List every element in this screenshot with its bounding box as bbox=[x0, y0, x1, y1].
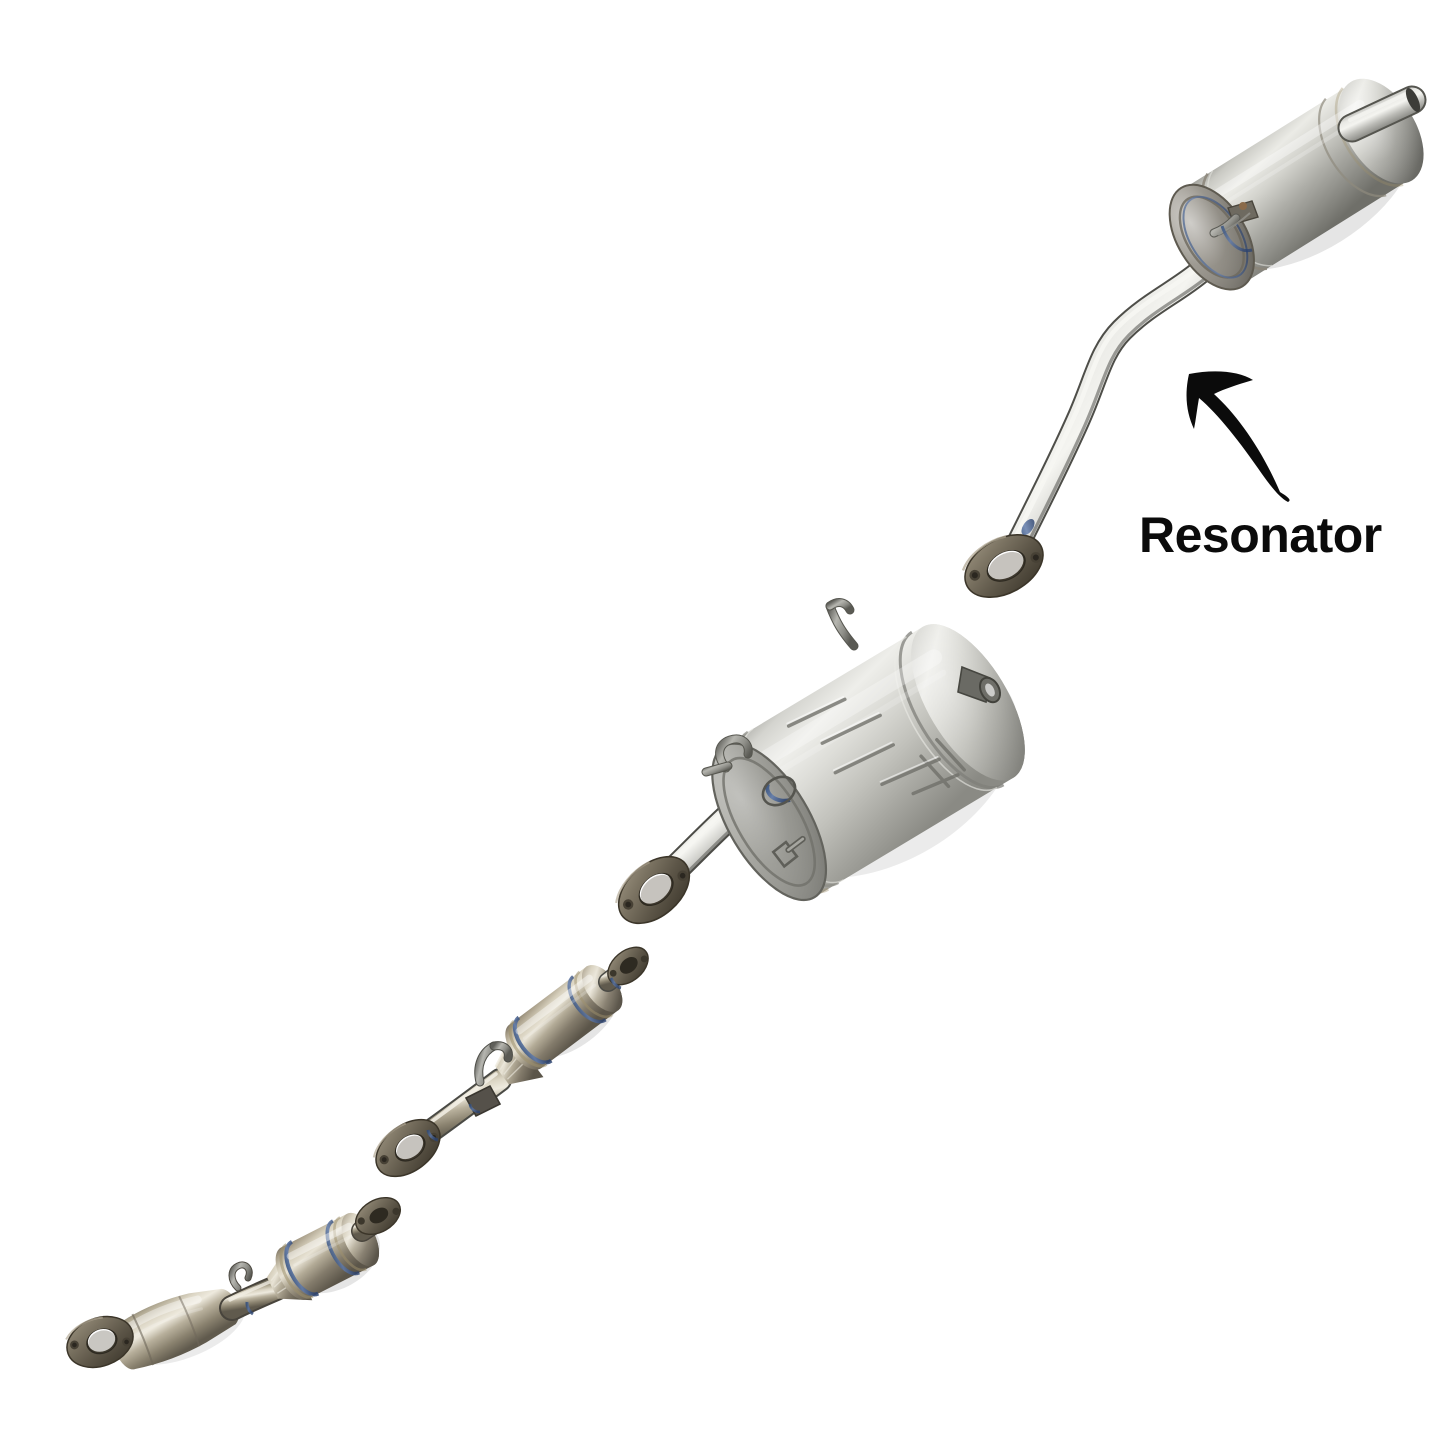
resonator-inlet-weld bbox=[1021, 519, 1035, 535]
front-pipe-outlet-flange bbox=[355, 1196, 401, 1236]
cat-rear-outlet-weld bbox=[609, 977, 622, 990]
cat-rear-inlet-weld bbox=[426, 1129, 439, 1142]
resonator-inlet-weld-ring bbox=[1220, 225, 1253, 253]
part-resonator bbox=[961, 78, 1427, 598]
resonator-callout-arrow bbox=[1186, 371, 1290, 502]
front-pipe-resonator-can bbox=[111, 1288, 246, 1370]
muffler-canister bbox=[711, 624, 1025, 902]
muffler-hanger-hook-left bbox=[701, 734, 753, 777]
resonator-callout-label: Resonator bbox=[1139, 507, 1382, 563]
front-pipe-inlet-flange bbox=[65, 1315, 134, 1369]
front-pipe-hanger-loop bbox=[228, 1261, 253, 1292]
cat-rear-hanger bbox=[464, 1041, 513, 1118]
muffler-inlet-weld-ring bbox=[761, 775, 797, 807]
resonator-inlet-flange bbox=[961, 534, 1044, 598]
resonator-hanger-bracket bbox=[1209, 200, 1259, 238]
cat-rear-outlet-flange bbox=[607, 946, 649, 986]
resonator-outlet-stub bbox=[1337, 85, 1427, 143]
part-muffler bbox=[615, 598, 1025, 925]
part-front-pipe-catalytic bbox=[65, 1196, 401, 1370]
part-catalytic-converter-rear bbox=[372, 946, 649, 1178]
muffler-inlet-flange bbox=[615, 855, 691, 925]
muffler-hanger-rod-top bbox=[825, 598, 859, 651]
muffler-hanger-eyelet-right bbox=[957, 665, 1002, 704]
